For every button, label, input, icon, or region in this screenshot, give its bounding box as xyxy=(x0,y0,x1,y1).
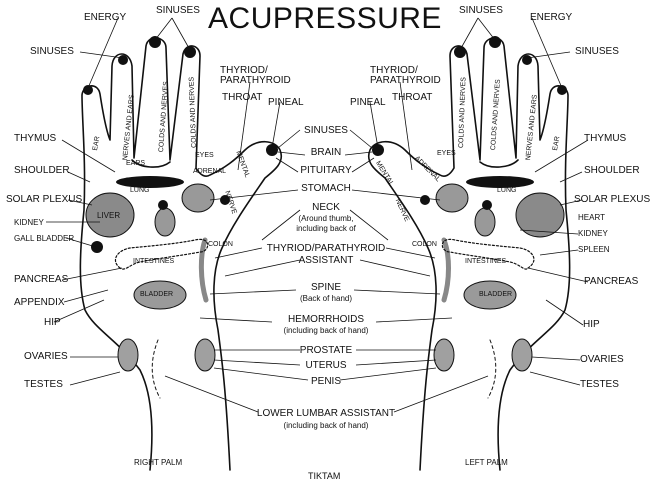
label-eyes-left: EYES xyxy=(195,152,214,159)
label-sinuses-left: SINUSES xyxy=(30,46,74,57)
label-liver: LIVER xyxy=(97,211,121,220)
label-lower-lumbar-sub: (including back of hand) xyxy=(283,421,369,430)
label-sinuses-center: SINUSES xyxy=(304,125,348,136)
label-adrenal-left: ADRENAL xyxy=(193,168,227,175)
label-lower-lumbar: LOWER LUMBAR ASSISTANT xyxy=(256,408,396,419)
label-bladder-right: BLADDER xyxy=(479,291,513,298)
label-gall-bladder: GALL BLADDER xyxy=(14,234,75,243)
label-thymus-right: THYMUS xyxy=(584,133,627,144)
right-hand-outline xyxy=(79,37,283,471)
label-sinuses-top-right: SINUSES xyxy=(459,5,503,16)
label-thyroid-assistant-1: THYRIOD/PARATHYROID xyxy=(266,243,386,254)
label-energy-left: ENERGY xyxy=(84,12,127,23)
label-neck-sub2: including back of xyxy=(296,224,356,233)
label-thyroid-right: THYRIOD/ PARATHYROID xyxy=(370,65,441,86)
label-testes-right: TESTES xyxy=(580,379,619,390)
page-title: ACUPRESSURE xyxy=(208,2,442,35)
label-colon-left: COLON xyxy=(208,241,233,248)
label-stomach: STOMACH xyxy=(301,183,351,194)
label-kidney-right: KIDNEY xyxy=(578,229,608,238)
label-shoulder-right: SHOULDER xyxy=(584,165,640,176)
label-intestines-left: INTESTINES xyxy=(133,258,175,265)
label-sinuses-top-left: SINUSES xyxy=(156,5,200,16)
label-hemorrhoids: HEMORRHOIDS xyxy=(287,314,365,325)
label-shoulder-left: SHOULDER xyxy=(14,165,70,176)
label-sinuses-right: SINUSES xyxy=(575,46,619,57)
label-hip-right: HIP xyxy=(583,319,600,330)
label-kidney-left: KIDNEY xyxy=(14,218,44,227)
label-testes-left: TESTES xyxy=(24,379,63,390)
label-thyroid-left: THYRIOD/ PARATHYROID xyxy=(220,65,291,86)
label-ears: EARS xyxy=(126,160,146,167)
label-throat-left: THROAT xyxy=(222,92,263,103)
label-ovaries-left: OVARIES xyxy=(24,351,68,362)
label-thymus-left: THYMUS xyxy=(14,133,57,144)
label-penis: PENIS xyxy=(310,376,342,387)
label-prostate: PROSTATE xyxy=(299,345,353,356)
label-colon-right: COLON xyxy=(412,241,437,248)
credit: TIKTAM xyxy=(308,471,341,481)
label-lung-left: LUNG xyxy=(130,187,150,194)
label-neck-sub1: (Around thumb, xyxy=(298,214,354,223)
label-brain: BRAIN xyxy=(310,147,342,158)
label-pituitary: PITUITARY xyxy=(300,165,352,176)
label-solar-plexus-right: SOLAR PLEXUS xyxy=(574,194,650,205)
label-spine: SPINE xyxy=(310,282,342,293)
label-heart: HEART xyxy=(578,213,605,222)
label-appendix: APPENDIX xyxy=(14,297,65,308)
caption-right-palm: RIGHT PALM xyxy=(134,458,183,467)
label-spine-sub: (Back of hand) xyxy=(299,294,353,303)
label-pancreas-left: PANCREAS xyxy=(14,274,69,285)
label-spleen: SPLEEN xyxy=(578,245,610,254)
label-energy-right: ENERGY xyxy=(530,12,573,23)
label-pancreas-right: PANCREAS xyxy=(584,276,639,287)
label-pineal-left: PINEAL xyxy=(268,97,304,108)
label-hip-left: HIP xyxy=(44,317,61,328)
caption-left-palm: LEFT PALM xyxy=(465,458,508,467)
label-thyroid-assistant-2: ASSISTANT xyxy=(298,255,354,266)
label-pineal-right: PINEAL xyxy=(350,97,386,108)
label-hemorrhoids-sub: (including back of hand) xyxy=(283,326,369,335)
label-neck: NECK xyxy=(312,202,340,213)
left-hand-outline xyxy=(367,37,571,471)
label-intestines-right: INTESTINES xyxy=(465,258,507,265)
label-ovaries-right: OVARIES xyxy=(580,354,624,365)
label-lung-right: LUNG xyxy=(497,187,517,194)
label-uterus: UTERUS xyxy=(305,360,347,371)
label-bladder-left: BLADDER xyxy=(140,291,174,298)
label-eyes-right: EYES xyxy=(437,150,456,157)
label-solar-plexus-left: SOLAR PLEXUS xyxy=(6,194,83,205)
label-throat-right: THROAT xyxy=(392,92,433,103)
